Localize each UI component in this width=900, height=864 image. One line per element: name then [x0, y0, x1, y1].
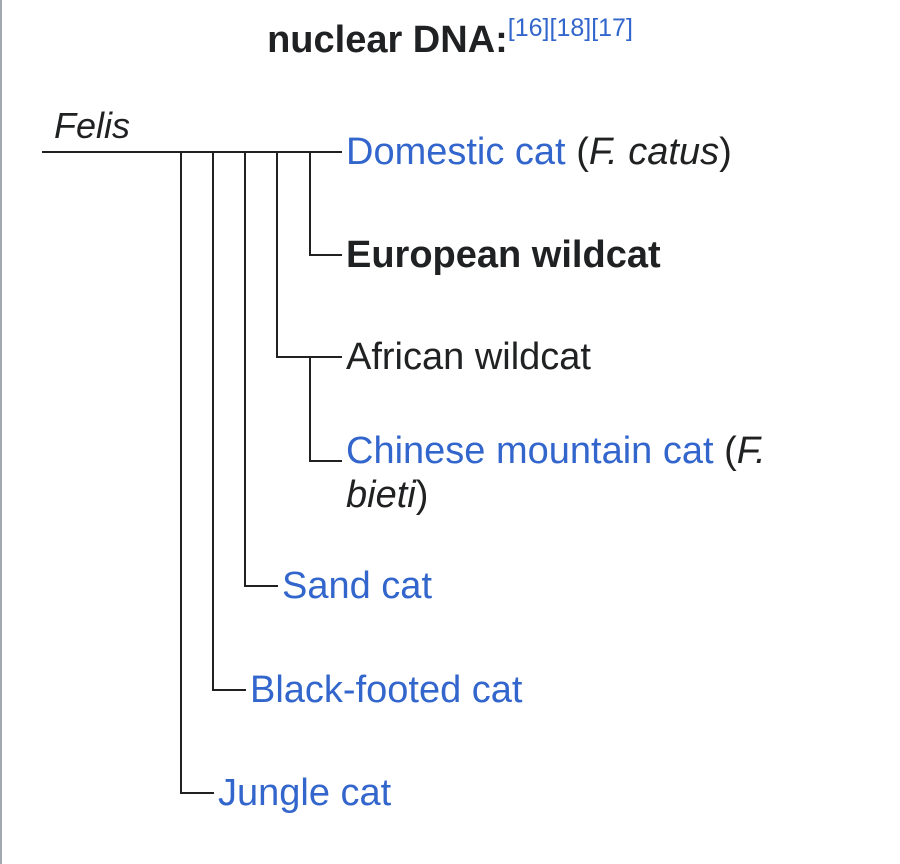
label-african-wildcat: African wildcat [346, 336, 591, 378]
leaf-black-footed-cat: Black-footed cat [250, 668, 522, 712]
leaf-sand-cat: Sand cat [282, 564, 432, 608]
link-chinese-mountain-cat[interactable]: Chinese mountain cat [346, 430, 714, 472]
label-european-wildcat: European wildcat [346, 234, 661, 276]
leaf-european-wildcat: European wildcat [346, 233, 661, 277]
leaf-african-wildcat: African wildcat [346, 335, 591, 379]
leaf-chinese-mountain-cat: Chinese mountain cat (F. bieti) [346, 429, 826, 517]
references: [16][18][17] [508, 14, 633, 42]
species-chinese-mountain-cat: (F. bieti) [346, 430, 766, 516]
reference-17[interactable]: [17] [591, 14, 633, 42]
species-domestic-cat: (F. catus) [576, 131, 732, 173]
link-sand-cat[interactable]: Sand cat [282, 565, 432, 607]
genus-label: Felis [54, 105, 131, 146]
link-black-footed-cat[interactable]: Black-footed cat [250, 669, 523, 711]
reference-16[interactable]: [16] [507, 14, 550, 42]
diagram-title: nuclear DNA:[16][18][17] [0, 14, 900, 62]
leaf-jungle-cat: Jungle cat [218, 771, 391, 815]
leaf-domestic-cat: Domestic cat (F. catus) [346, 130, 732, 174]
left-border [0, 0, 2, 864]
reference-18[interactable]: [18] [549, 14, 592, 42]
title-text: nuclear DNA: [267, 19, 508, 61]
link-domestic-cat[interactable]: Domestic cat [346, 131, 566, 173]
link-jungle-cat[interactable]: Jungle cat [218, 772, 392, 814]
